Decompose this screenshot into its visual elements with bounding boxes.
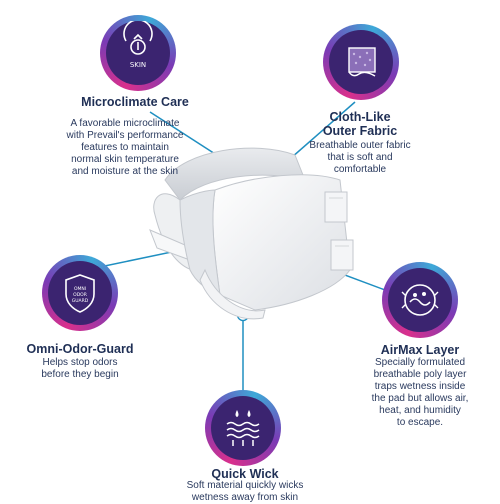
fabric-swatch-icon — [329, 30, 393, 94]
microclimate-desc: A favorable microclimate with Prevail's … — [66, 118, 184, 177]
wicking-layers-icon — [211, 396, 275, 460]
microclimate-title: Microclimate Care — [81, 95, 189, 109]
svg-text:OMNI: OMNI — [74, 286, 86, 292]
airmax-desc: Specially formulated breathable poly lay… — [371, 357, 469, 428]
diaper-product-image — [149, 147, 354, 320]
feature-microclimate: SKIN Microclimate Care — [81, 15, 255, 185]
svg-text:GUARD: GUARD — [72, 298, 89, 304]
skin-thermometer-icon: SKIN — [106, 21, 170, 85]
airmax-title: AirMax Layer — [380, 343, 460, 357]
svg-text:SKIN: SKIN — [130, 61, 146, 69]
omni-title: Omni-Odor-Guard — [26, 342, 134, 356]
cloth-title: Cloth-Like Outer Fabric — [322, 110, 398, 138]
svg-text:ODOR: ODOR — [73, 292, 87, 298]
wick-title: Quick Wick — [211, 467, 279, 481]
omni-desc: Helps stop odors before they begin — [41, 357, 119, 380]
wick-desc: Soft material quickly wicks wetness away… — [186, 480, 304, 503]
cloth-desc: Breathable outer fabric that is soft and… — [309, 140, 411, 175]
airmax-layer-icon — [388, 268, 452, 332]
shield-icon: OMNI ODOR GUARD — [48, 261, 112, 325]
